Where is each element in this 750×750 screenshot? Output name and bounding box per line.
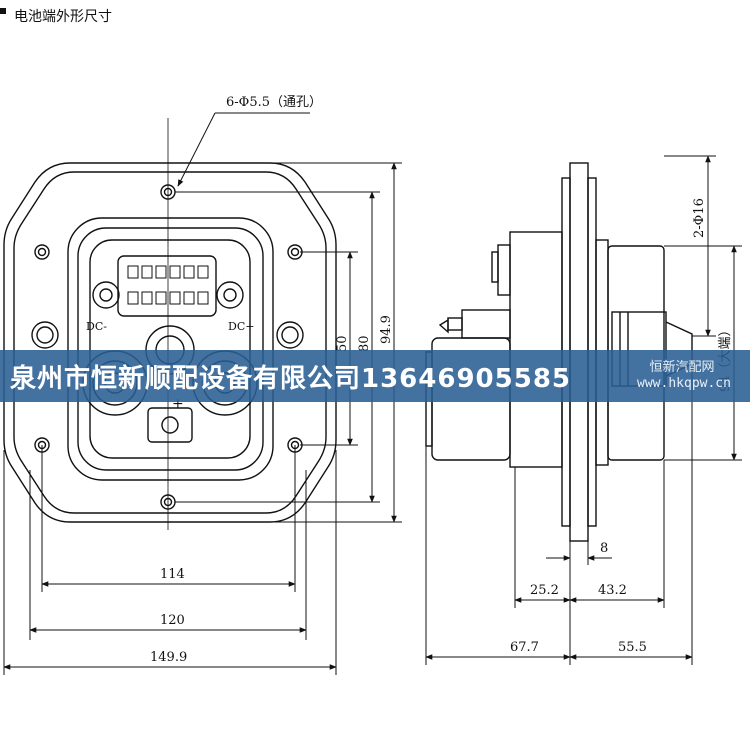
side-dims (425, 155, 742, 665)
watermark-logo-text: 恒新汽配网 (649, 360, 715, 375)
pins-callout: 2-Φ16 (692, 198, 707, 238)
watermark-url: www.hkqpw.cn (637, 376, 731, 391)
dim-67-7: 67.7 (510, 640, 539, 655)
dc-plus-label: DC+ (228, 320, 254, 333)
housing-mid (77, 227, 264, 471)
dim-94-9: 94.9 (379, 315, 394, 344)
front-vertical-dims (175, 162, 402, 523)
dim-43-2: 43.2 (598, 583, 627, 598)
title-bullet (0, 8, 6, 14)
dim-55-5: 55.5 (618, 640, 647, 655)
dim-50: 50 (335, 335, 350, 352)
dim-8: 8 (600, 541, 608, 556)
dc-minus-label: DC- (86, 320, 107, 333)
holes-callout (177, 112, 310, 187)
dim-25-2: 25.2 (530, 583, 559, 598)
dim-80: 80 (357, 335, 372, 352)
dim-149-9: 149.9 (150, 650, 187, 665)
holes-callout-text: 6-Φ5.5（通孔） (226, 95, 322, 110)
watermark-company-text: 泉州市恒新顺配设备有限公司13646905585 (10, 364, 571, 394)
signal-pins (127, 265, 209, 305)
housing-outer (67, 217, 274, 481)
watermark-band (0, 350, 750, 402)
signal-block (117, 255, 217, 317)
plus-sign-label: + (172, 396, 184, 412)
drawing-title: 电池端外形尺寸 (14, 9, 112, 25)
housing-inner (89, 239, 251, 459)
front-horizontal-dims (3, 445, 337, 675)
dim-120: 120 (160, 613, 185, 628)
dim-114: 114 (160, 567, 185, 582)
flange-inner (13, 171, 327, 514)
front-view (3, 162, 337, 523)
front-view-labels: DC- DC+ + (86, 320, 254, 412)
